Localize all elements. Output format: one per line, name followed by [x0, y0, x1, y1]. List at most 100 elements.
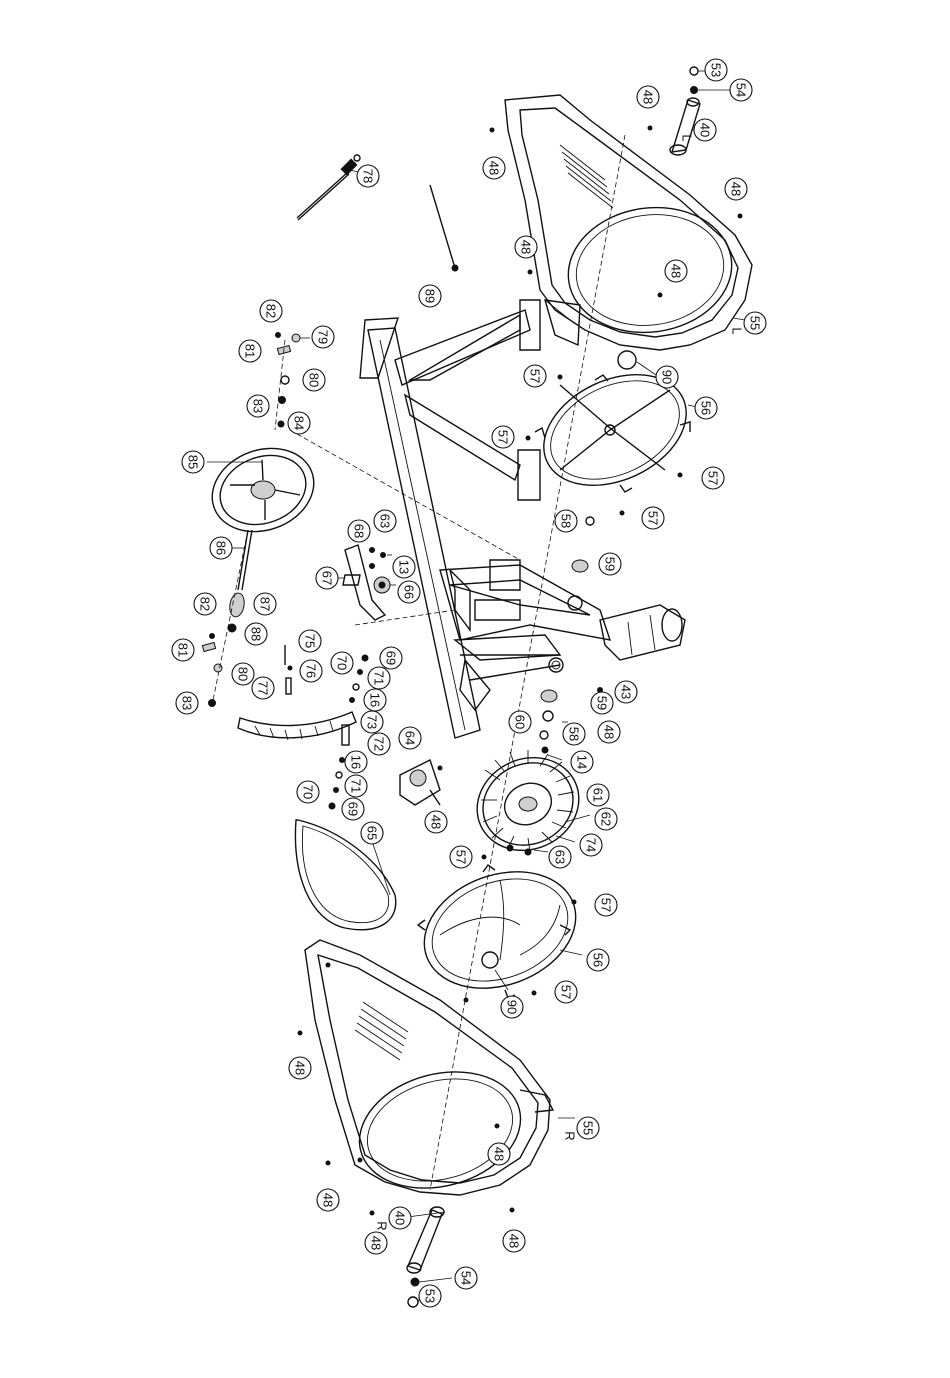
callout-number: 90 [660, 370, 675, 384]
callout-71: 71 [368, 667, 390, 689]
callout-number: 80 [236, 667, 251, 681]
callout-number: 54 [459, 1271, 474, 1285]
callout-90: 90 [656, 366, 678, 388]
callout-number: 14 [575, 755, 590, 769]
callout-57: 57 [524, 365, 546, 387]
rod-89 [430, 185, 458, 271]
callout-number: 48 [492, 1147, 507, 1161]
callout-64: 64 [399, 727, 421, 749]
callout-40-l: 40L [680, 119, 717, 142]
callout-number: 63 [553, 850, 568, 864]
callout-number: 57 [559, 985, 574, 999]
callout-number: 57 [599, 898, 614, 912]
callout-number: 58 [567, 727, 582, 741]
callout-suffix: L [730, 327, 745, 334]
callout-number: 16 [368, 693, 383, 707]
callout-number: 75 [303, 634, 318, 648]
callout-number: 53 [423, 1289, 438, 1303]
callout-81: 81 [239, 340, 261, 362]
tension-knob-64 [400, 760, 442, 805]
callout-67: 67 [316, 567, 338, 589]
callout-85: 85 [182, 451, 204, 473]
callout-number: 43 [619, 685, 634, 699]
callout-number: 48 [369, 1236, 384, 1250]
brake-bracket-67 [343, 545, 390, 620]
callout-number: 86 [214, 541, 229, 555]
callout-58: 58 [563, 723, 585, 745]
callout-number: 81 [243, 344, 258, 358]
callout-14: 14 [571, 751, 593, 773]
callout-76: 76 [300, 660, 322, 682]
callout-suffix: L [680, 134, 695, 141]
callout-number: 63 [378, 514, 393, 528]
callout-number: 79 [316, 330, 331, 344]
callout-number: 57 [528, 369, 543, 383]
bearings-58-59 [540, 517, 612, 753]
callout-54: 54 [730, 79, 752, 101]
callout-number: 66 [402, 585, 417, 599]
callout-79: 79 [312, 326, 334, 348]
callout-number: 60 [513, 715, 528, 729]
callout-number: 73 [365, 715, 380, 729]
callout-55-r: 55R [563, 1117, 600, 1141]
callout-54: 54 [455, 1267, 477, 1289]
callout-90: 90 [501, 996, 523, 1018]
callout-number: 71 [372, 671, 387, 685]
callout-number: 64 [403, 731, 418, 745]
screws [298, 126, 742, 1215]
callout-48: 48 [598, 721, 620, 743]
callout-number: 83 [180, 696, 195, 710]
callout-number: 74 [584, 838, 599, 852]
callout-number: 88 [249, 627, 264, 641]
main-frame [360, 300, 685, 738]
callout-57: 57 [450, 846, 472, 868]
callout-48: 48 [488, 1143, 510, 1165]
callout-number: 83 [251, 399, 266, 413]
part-callouts: 535440L4848484848788955L9057565757585759… [172, 59, 766, 1307]
callout-number: 54 [734, 83, 749, 97]
callout-53: 53 [419, 1285, 441, 1307]
callout-74: 74 [580, 834, 602, 856]
callout-number: 16 [349, 755, 364, 769]
callout-number: 55 [748, 316, 763, 330]
callout-80: 80 [232, 663, 254, 685]
callout-48: 48 [365, 1232, 387, 1254]
callout-number: 80 [307, 373, 322, 387]
callout-number: 82 [198, 597, 213, 611]
callout-number: 59 [603, 557, 618, 571]
callout-number: 82 [264, 304, 279, 318]
callout-66: 66 [398, 581, 420, 603]
callout-63: 63 [374, 510, 396, 532]
callout-number: 56 [699, 401, 714, 415]
callout-87: 87 [254, 593, 276, 615]
callout-48: 48 [289, 1057, 311, 1079]
flywheel-85 [200, 435, 325, 546]
callout-48: 48 [637, 86, 659, 108]
callout-48: 48 [483, 157, 505, 179]
callout-48: 48 [503, 1230, 525, 1252]
callout-48: 48 [317, 1189, 339, 1211]
callout-82: 82 [194, 593, 216, 615]
callout-number: 48 [519, 240, 534, 254]
callout-number: 48 [669, 264, 684, 278]
callout-82: 82 [260, 300, 282, 322]
callout-number: 57 [454, 850, 469, 864]
callout-71: 71 [345, 775, 367, 797]
callout-84: 84 [288, 412, 310, 434]
callout-number: 72 [372, 737, 387, 751]
callout-86: 86 [210, 537, 232, 559]
callout-number: 48 [729, 182, 744, 196]
callout-57: 57 [595, 894, 617, 916]
callout-83: 83 [247, 395, 269, 417]
callout-68: 68 [348, 520, 370, 542]
callout-73: 73 [361, 711, 383, 733]
callout-57: 57 [555, 981, 577, 1003]
callout-number: 78 [361, 169, 376, 183]
callout-78: 78 [357, 165, 379, 187]
callout-59: 59 [599, 553, 621, 575]
callout-number: 70 [301, 785, 316, 799]
callout-53: 53 [705, 59, 727, 81]
callout-61: 61 [587, 784, 609, 806]
brake-strap-73 [238, 712, 356, 740]
